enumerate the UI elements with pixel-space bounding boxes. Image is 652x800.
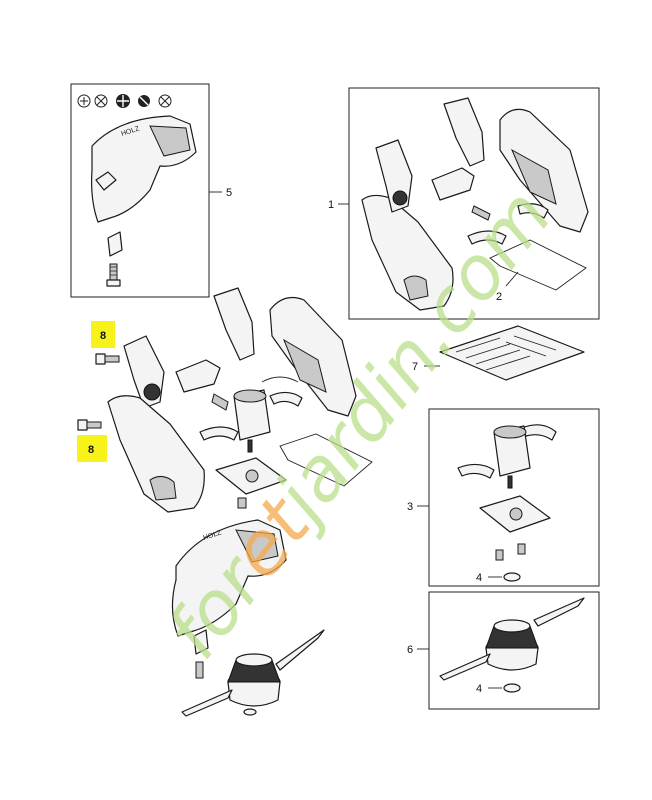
- clamp-ring-3: [521, 424, 557, 441]
- spool-6: [485, 619, 539, 671]
- main-motor: [233, 376, 299, 453]
- plate-screw: [237, 497, 247, 509]
- mode-icon: [94, 94, 108, 108]
- guard-part: HOLZ: [91, 115, 197, 223]
- screw-8-bottom: [77, 419, 102, 431]
- kit-box-1: 1 2: [328, 87, 600, 320]
- mode-icons: [77, 94, 172, 108]
- callout-8-top: 8: [100, 330, 106, 342]
- main-spring: [211, 393, 229, 411]
- main-blade: [275, 629, 325, 671]
- mode-icon: [77, 94, 91, 108]
- mode-icon: [158, 94, 172, 108]
- main-top-cover: [213, 287, 255, 361]
- main-left-shell: [107, 395, 205, 513]
- washer-4b: [503, 683, 521, 693]
- motor-3: [493, 425, 531, 489]
- callout-8-bottom: 8: [88, 444, 94, 456]
- switch-part: [431, 167, 475, 201]
- blade-card-7: 7: [412, 325, 585, 381]
- kit-box-3: 3 4: [407, 408, 600, 587]
- main-switch: [175, 359, 221, 393]
- screw-part: [106, 263, 121, 287]
- spring-part: [471, 205, 491, 221]
- highlight-8-bottom: [77, 435, 107, 462]
- main-wire: [279, 433, 373, 487]
- blade-6: [533, 597, 585, 627]
- main-clip: [193, 629, 209, 655]
- callout-2: 2: [496, 291, 502, 303]
- highlight-8-top: [91, 321, 115, 348]
- top-cover-part: [443, 97, 485, 167]
- watermark: foretjardin.com: [151, 174, 569, 675]
- callout-7: 7: [412, 361, 418, 373]
- clamp-ring-part: [467, 230, 507, 245]
- main-guard: HOLZ: [171, 519, 287, 637]
- clip-part: [107, 231, 123, 257]
- main-washer: [243, 708, 257, 716]
- main-clip-screw: [195, 661, 204, 679]
- screw-8-top: [95, 353, 120, 365]
- kit-box-6: 6 4: [407, 591, 600, 710]
- main-clamp-ring: [199, 426, 239, 441]
- svg-text:foretjardin.com: foretjardin.com: [151, 174, 569, 675]
- main-spool: [227, 653, 281, 707]
- left-shell-part: [361, 194, 454, 311]
- main-assembly: 8 8: [77, 287, 373, 717]
- callout-6: 6: [407, 644, 413, 656]
- callout-3: 3: [407, 501, 413, 513]
- kit-box-5: HOLZ 5: [70, 83, 232, 298]
- washer-4: [503, 572, 521, 582]
- callout-1: 1: [328, 199, 334, 211]
- fan-icon: [116, 94, 130, 108]
- mode-icon: [138, 95, 150, 107]
- callout-5: 5: [226, 187, 232, 199]
- screw-3: [517, 543, 526, 555]
- clamp-ring-part: [517, 203, 549, 219]
- main-blade: [181, 689, 233, 717]
- wire-part: [489, 239, 587, 291]
- callout-4-bottom: 4: [476, 683, 482, 695]
- main-clamp-ring: [269, 391, 303, 407]
- screw-3: [495, 549, 504, 561]
- blade-6: [439, 653, 491, 681]
- callout-4-top: 4: [476, 572, 482, 584]
- clamp-ring-3: [457, 463, 495, 479]
